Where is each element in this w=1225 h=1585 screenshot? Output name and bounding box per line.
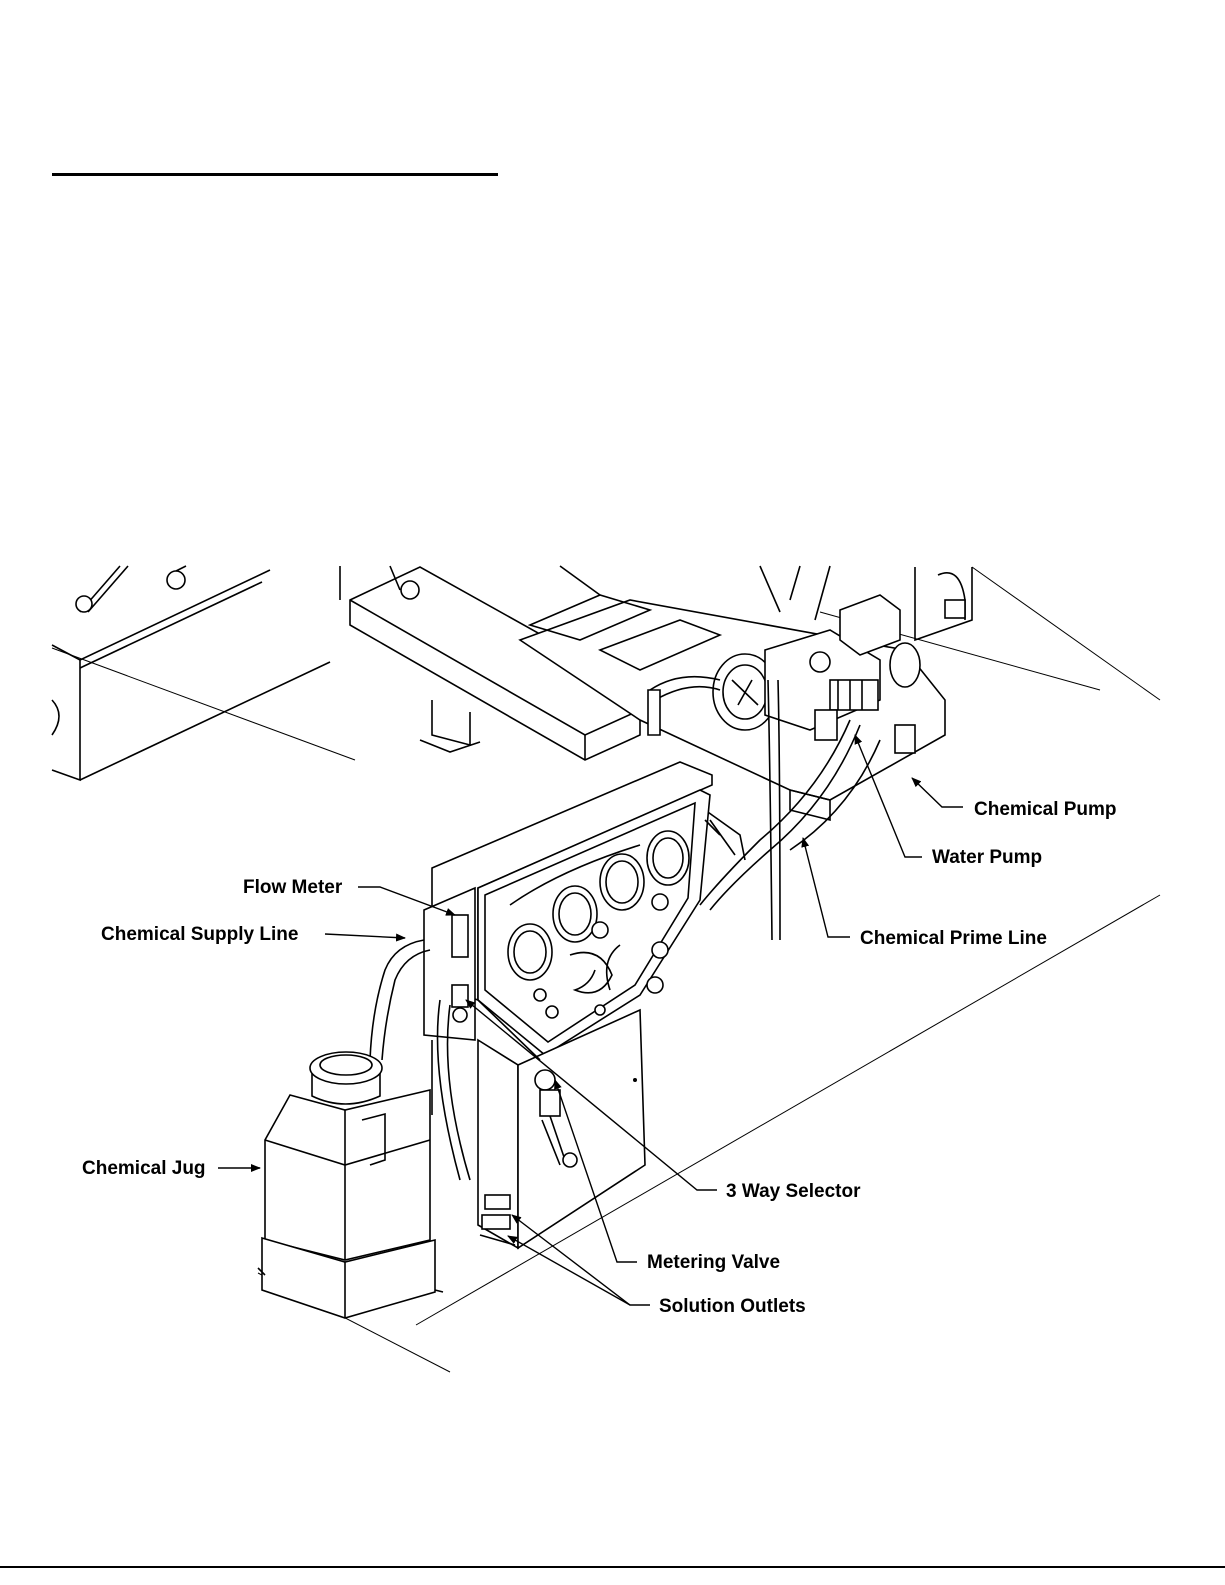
label-flow-meter: Flow Meter — [243, 877, 343, 898]
label-chemical-pump: Chemical Pump — [974, 799, 1117, 820]
footer-rule — [0, 1566, 1225, 1568]
label-metering-valve: Metering Valve — [647, 1252, 780, 1273]
label-chemical-jug: Chemical Jug — [82, 1158, 206, 1179]
label-chemical-prime-line: Chemical Prime Line — [860, 928, 1047, 949]
left-cabinet — [52, 566, 330, 780]
control-panel — [424, 762, 720, 1055]
label-chemical-supply-line: Chemical Supply Line — [101, 924, 298, 945]
panel-stand — [478, 1010, 645, 1248]
label-three-way-selector: 3 Way Selector — [726, 1181, 861, 1202]
label-solution-outlets: Solution Outlets — [659, 1296, 806, 1317]
label-water-pump: Water Pump — [932, 847, 1042, 868]
chemical-jug — [258, 1052, 443, 1318]
